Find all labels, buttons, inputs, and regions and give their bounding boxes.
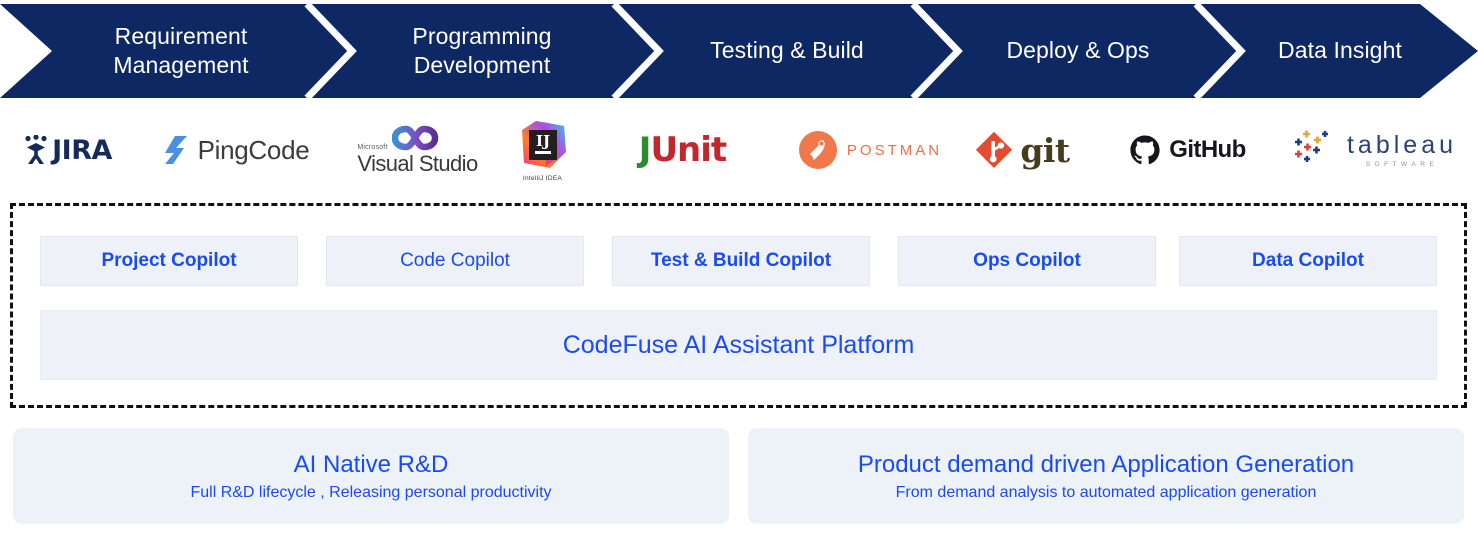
- junit-wordmark-j: J: [638, 130, 652, 170]
- copilot-label: Ops Copilot: [973, 250, 1081, 271]
- jira-icon: [25, 135, 47, 164]
- value-panel-subtitle: From demand analysis to automated applic…: [895, 483, 1317, 501]
- stage-label-line1: Programming: [412, 22, 552, 49]
- tableau-subtitle: SOFTWARE: [1365, 160, 1439, 168]
- git-icon: [976, 131, 1013, 169]
- github-icon: [1130, 135, 1160, 165]
- tableau-wordmark: tableau: [1346, 130, 1458, 159]
- tableau-icon: [1294, 130, 1328, 162]
- chevron-divider-3: [910, 4, 963, 98]
- logo-github: GitHub: [1105, 108, 1270, 192]
- visual-studio-vendor: Microsoft: [357, 144, 388, 151]
- copilot-label: Data Copilot: [1252, 250, 1364, 271]
- chevron-divider-1: [304, 4, 357, 98]
- value-panel-title: AI Native R&D: [293, 450, 449, 478]
- logo-jira: JIRA: [0, 108, 135, 192]
- logo-pingcode: PingCode: [140, 108, 330, 192]
- stage-item-testing-build[interactable]: Testing & Build: [659, 4, 915, 98]
- postman-icon: [798, 131, 837, 169]
- visual-studio-wordmark: Visual Studio: [357, 151, 478, 176]
- value-panel-app-generation[interactable]: Product demand driven Application Genera…: [748, 428, 1464, 524]
- codefuse-platform-bar[interactable]: CodeFuse AI Assistant Platform: [40, 310, 1437, 380]
- svg-text:IJ: IJ: [535, 132, 549, 150]
- intellij-idea-caption: IntelliJ IDEA: [522, 175, 563, 182]
- copilot-project-copilot[interactable]: Project Copilot: [40, 236, 298, 286]
- pingcode-wordmark: PingCode: [197, 134, 310, 165]
- stage-item-deploy-ops[interactable]: Deploy & Ops: [958, 4, 1198, 98]
- git-wordmark: git: [1020, 130, 1070, 170]
- banner-shape: [0, 4, 1478, 98]
- logo-junit: JUnit: [600, 108, 765, 192]
- stage-item-programming-development[interactable]: Programming Development: [352, 4, 612, 98]
- value-panel-row: AI Native R&D Full R&D lifecycle , Relea…: [0, 428, 1478, 528]
- copilot-row: Project Copilot Code Copilot Test & Buil…: [13, 206, 1464, 405]
- codefuse-platform-label: CodeFuse AI Assistant Platform: [562, 330, 915, 359]
- logo-postman: POSTMAN: [775, 108, 965, 192]
- chevron-divider-2: [611, 4, 664, 98]
- pingcode-icon: [164, 136, 187, 164]
- stage-label-line2: Management: [113, 52, 249, 78]
- copilot-label: Project Copilot: [101, 250, 237, 271]
- copilot-code-copilot[interactable]: Code Copilot: [326, 236, 584, 286]
- logo-visual-studio: Microsoft Visual Studio: [335, 108, 500, 192]
- logo-tableau: tableau SOFTWARE: [1270, 108, 1478, 192]
- copilot-data-copilot[interactable]: Data Copilot: [1179, 236, 1437, 286]
- github-wordmark: GitHub: [1169, 136, 1246, 163]
- logo-intellij-idea: IJ IntelliJ IDEA: [495, 108, 590, 192]
- value-panel-ai-native-rd[interactable]: AI Native R&D Full R&D lifecycle , Relea…: [13, 428, 729, 524]
- copilot-label: Test & Build Copilot: [650, 250, 832, 271]
- copilot-test-build-copilot[interactable]: Test & Build Copilot: [612, 236, 870, 286]
- stage-label-line1: Requirement: [114, 22, 248, 49]
- chevron-divider-4: [1193, 4, 1246, 98]
- pipeline-stage-banner: Requirement Management Programming Devel…: [0, 4, 1478, 98]
- value-panel-title: Product demand driven Application Genera…: [857, 450, 1355, 478]
- junit-wordmark-unit: Unit: [650, 130, 727, 170]
- stage-label-line1: Data Insight: [1278, 37, 1402, 64]
- stage-label-line2: Development: [413, 52, 551, 78]
- logo-git: git: [945, 108, 1100, 192]
- intellij-idea-icon: IJ: [521, 121, 566, 168]
- copilot-ops-copilot[interactable]: Ops Copilot: [898, 236, 1156, 286]
- stage-label-line1: Testing & Build: [710, 37, 864, 64]
- stage-label-line1: Deploy & Ops: [1006, 37, 1150, 64]
- stage-item-requirement-management[interactable]: Requirement Management: [52, 4, 310, 98]
- stage-item-data-insight[interactable]: Data Insight: [1241, 4, 1439, 98]
- copilot-label: Code Copilot: [400, 250, 510, 271]
- postman-wordmark: POSTMAN: [846, 141, 943, 159]
- tool-logo-strip: JIRA PingCode Microsoft: [0, 108, 1478, 192]
- value-panel-subtitle: Full R&D lifecycle , Releasing personal …: [190, 483, 552, 501]
- codefuse-platform-container: Project Copilot Code Copilot Test & Buil…: [10, 203, 1467, 408]
- jira-wordmark: JIRA: [52, 134, 112, 166]
- visual-studio-infinity-icon: [391, 125, 438, 151]
